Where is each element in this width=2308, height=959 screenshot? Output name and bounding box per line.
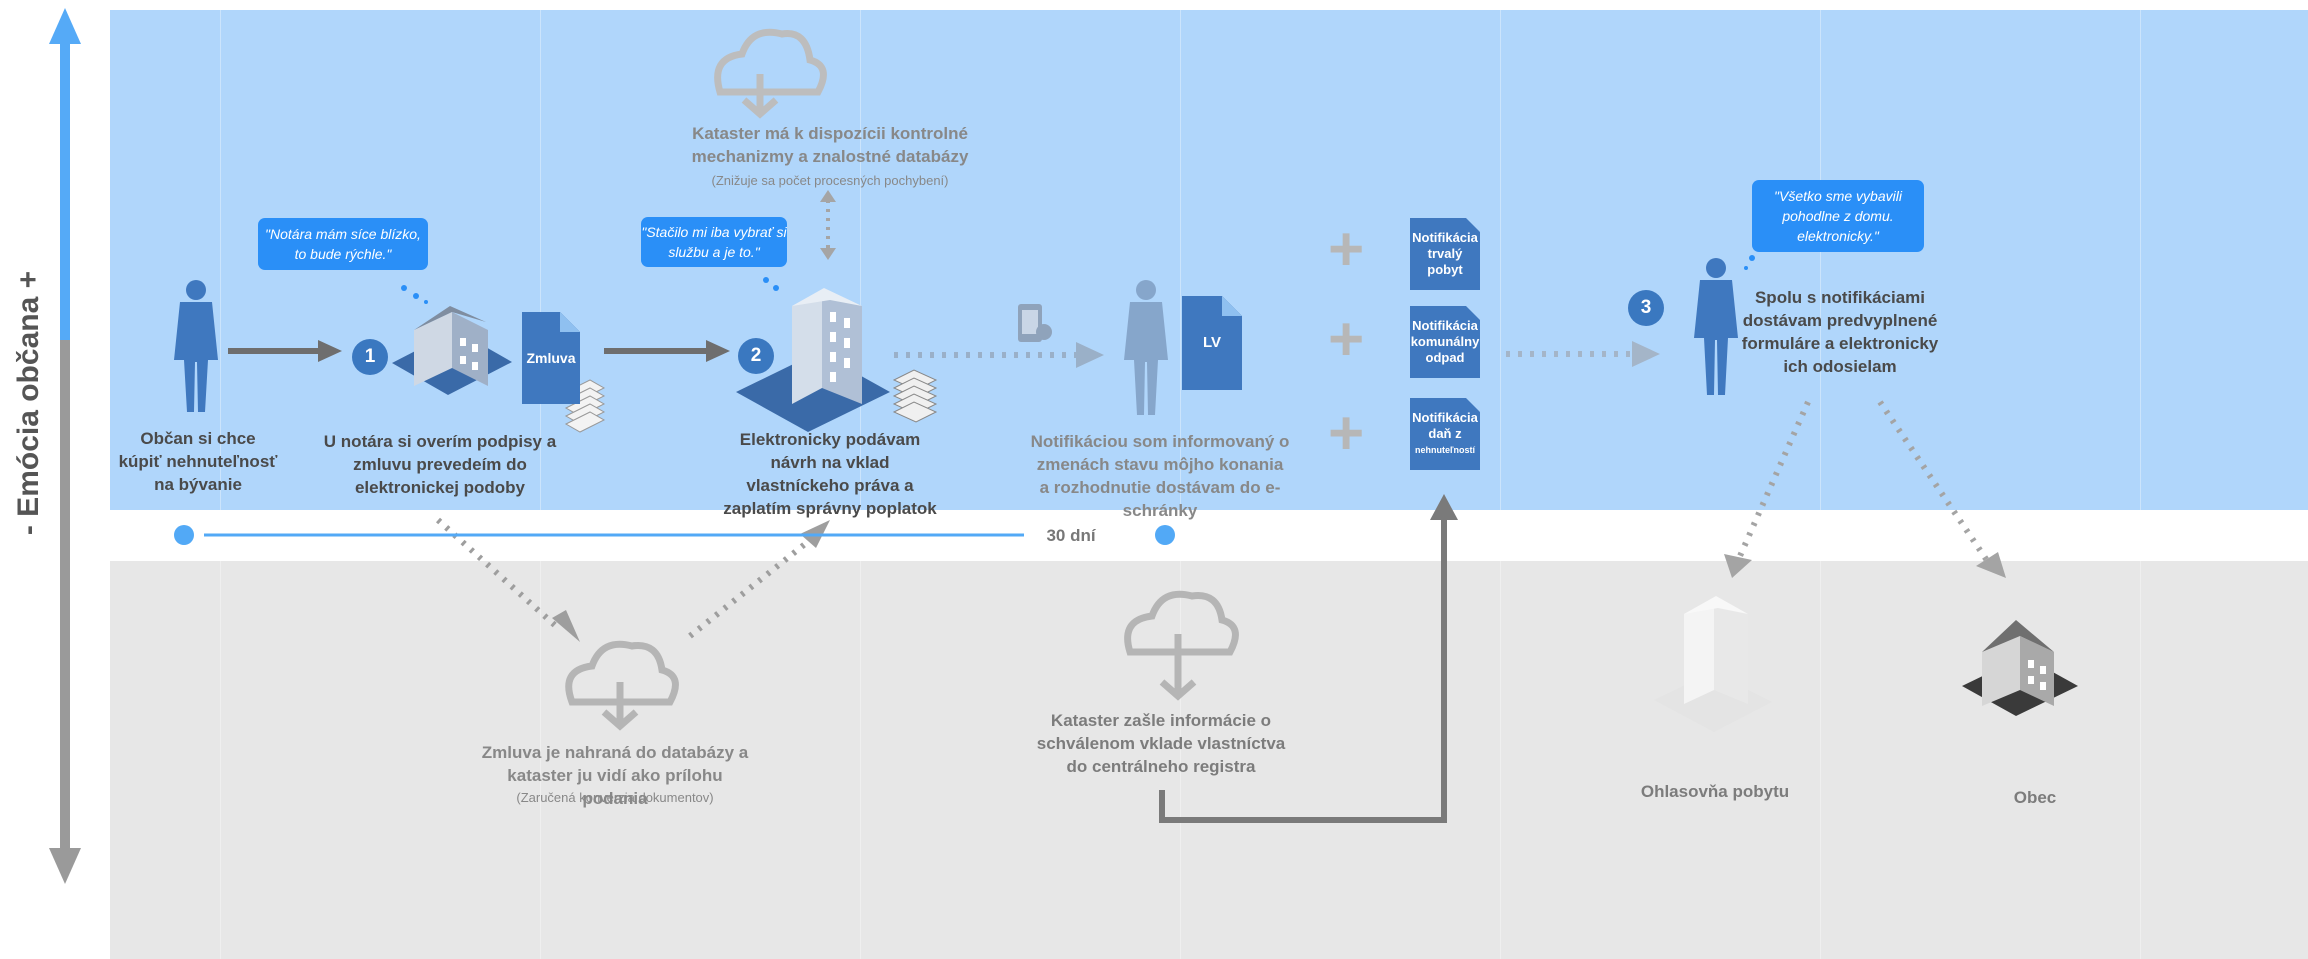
money-stack-icon [892, 369, 938, 423]
thought-dot [401, 285, 407, 291]
contract-document-icon: Zmluva [522, 312, 580, 404]
municipality-label: Obec [2013, 788, 2057, 807]
cadastre-building-icon [736, 288, 890, 432]
timeline-label: 30 dní [1046, 526, 1096, 545]
grid-line [220, 0, 221, 959]
arrow-head-icon [706, 340, 730, 362]
thought-dot [424, 300, 428, 304]
notification-line: trvalý [1427, 246, 1463, 261]
registry-text: Kataster zašle informácie o schválenom v… [1036, 711, 1286, 776]
final-text: Spolu s notifikáciami dostávam predvypln… [1741, 288, 1939, 376]
arrow-head-icon [1976, 552, 2006, 578]
timeline-end-dot [1155, 525, 1175, 545]
arrow-head-icon [1076, 342, 1104, 368]
arrow-head-icon [318, 340, 342, 362]
step-badge: 1 [352, 339, 388, 375]
thought-dot [763, 277, 769, 283]
plus-icon: + [1328, 305, 1365, 374]
person-icon [1694, 258, 1738, 395]
cloud-download-icon [1124, 590, 1239, 701]
thought-dot [1749, 255, 1755, 261]
citizen-text: Občan si chce kúpiť nehnuteľnosť na býva… [118, 429, 278, 494]
notified-text: Notifikáciou som informovaný o zmenách s… [1030, 432, 1290, 520]
notification-line: nehnuteľností [1415, 445, 1475, 455]
notification-line: daň z [1428, 426, 1462, 441]
grid-line [1180, 0, 1181, 959]
thought-dot [1744, 266, 1748, 270]
upload-text: Zmluva je nahraná do databázy a kataster… [481, 743, 749, 808]
notification-line: komunálny [1410, 334, 1480, 349]
notification-line: odpad [1425, 350, 1465, 365]
residence-office-building-icon [1654, 596, 1772, 732]
plus-icon: + [1328, 215, 1365, 284]
arrow-head-icon [1724, 554, 1752, 578]
residence-office-label: Ohlasovňa pobytu [1640, 782, 1790, 801]
speech-bubble: "Notára mám síce blízko, to bude rýchle.… [258, 218, 428, 270]
plus-icon: + [1328, 399, 1365, 468]
notary-text: U notára si overím podpisy a zmluvu prev… [323, 432, 557, 497]
municipality-house-icon [1962, 620, 2078, 716]
person-icon [1124, 280, 1168, 415]
negative-emotion-band [110, 561, 2308, 959]
grid-line [540, 0, 541, 959]
step-badge: 2 [738, 338, 774, 374]
notification-line: pobyt [1427, 262, 1463, 277]
cadastre-check-note: (Znižuje sa počet procesných pochybení) [711, 173, 949, 188]
dotted-flow-arrow [688, 537, 812, 639]
speech-bubble: "Všetko sme vybavili pohodlne z domu. el… [1752, 180, 1924, 252]
cadastre-check-title: Kataster má k dispozícii kontrolné mecha… [691, 124, 969, 166]
positive-emotion-band [110, 10, 2308, 510]
grid-line [860, 0, 861, 959]
axis-negative-bar [60, 340, 70, 850]
thought-dot [413, 293, 419, 299]
arrow-head-icon [820, 248, 836, 260]
grid-line [2140, 0, 2141, 959]
axis-positive-bar [60, 40, 70, 340]
timeline-start-dot [174, 525, 194, 545]
mobile-phone-icon [1018, 304, 1052, 342]
thought-dot [773, 285, 779, 291]
arrow-head-icon [820, 190, 836, 202]
cloud-download-icon [714, 28, 827, 119]
emotion-axis [49, 8, 81, 884]
dotted-flow-arrow [1737, 400, 1811, 558]
notification-title: Notifikácia [1412, 318, 1478, 333]
arrow-head-icon [552, 610, 580, 642]
person-icon [174, 280, 218, 412]
arrow-head-icon [1430, 494, 1458, 520]
ownership-sheet-document-icon: LV [1182, 296, 1242, 390]
cloud-download-icon [565, 640, 679, 731]
dotted-flow-arrow [435, 517, 561, 631]
arrow-head-icon [1632, 341, 1660, 367]
arrow-down-icon [49, 848, 81, 884]
step-badge: 3 [1628, 290, 1664, 326]
notary-building-icon [392, 306, 512, 395]
submission-text: Elektronicky podávam návrh na vklad vlas… [723, 430, 937, 518]
arrow-up-icon [49, 8, 81, 44]
registry-connector [1159, 508, 1447, 823]
speech-bubble: "Stačilo mi iba vybrať si službu a je to… [641, 217, 787, 267]
grid-line [1820, 0, 1821, 959]
notification-title: Notifikácia [1412, 230, 1478, 245]
grid-line [1500, 0, 1501, 959]
upload-note: (Zaručená konverzia dokumentov) [516, 790, 714, 805]
lv-label: LV [1202, 334, 1222, 351]
dotted-flow-arrow [1877, 400, 1991, 564]
contract-label: Zmluva [526, 350, 576, 366]
notification-title: Notifikácia [1412, 410, 1478, 425]
